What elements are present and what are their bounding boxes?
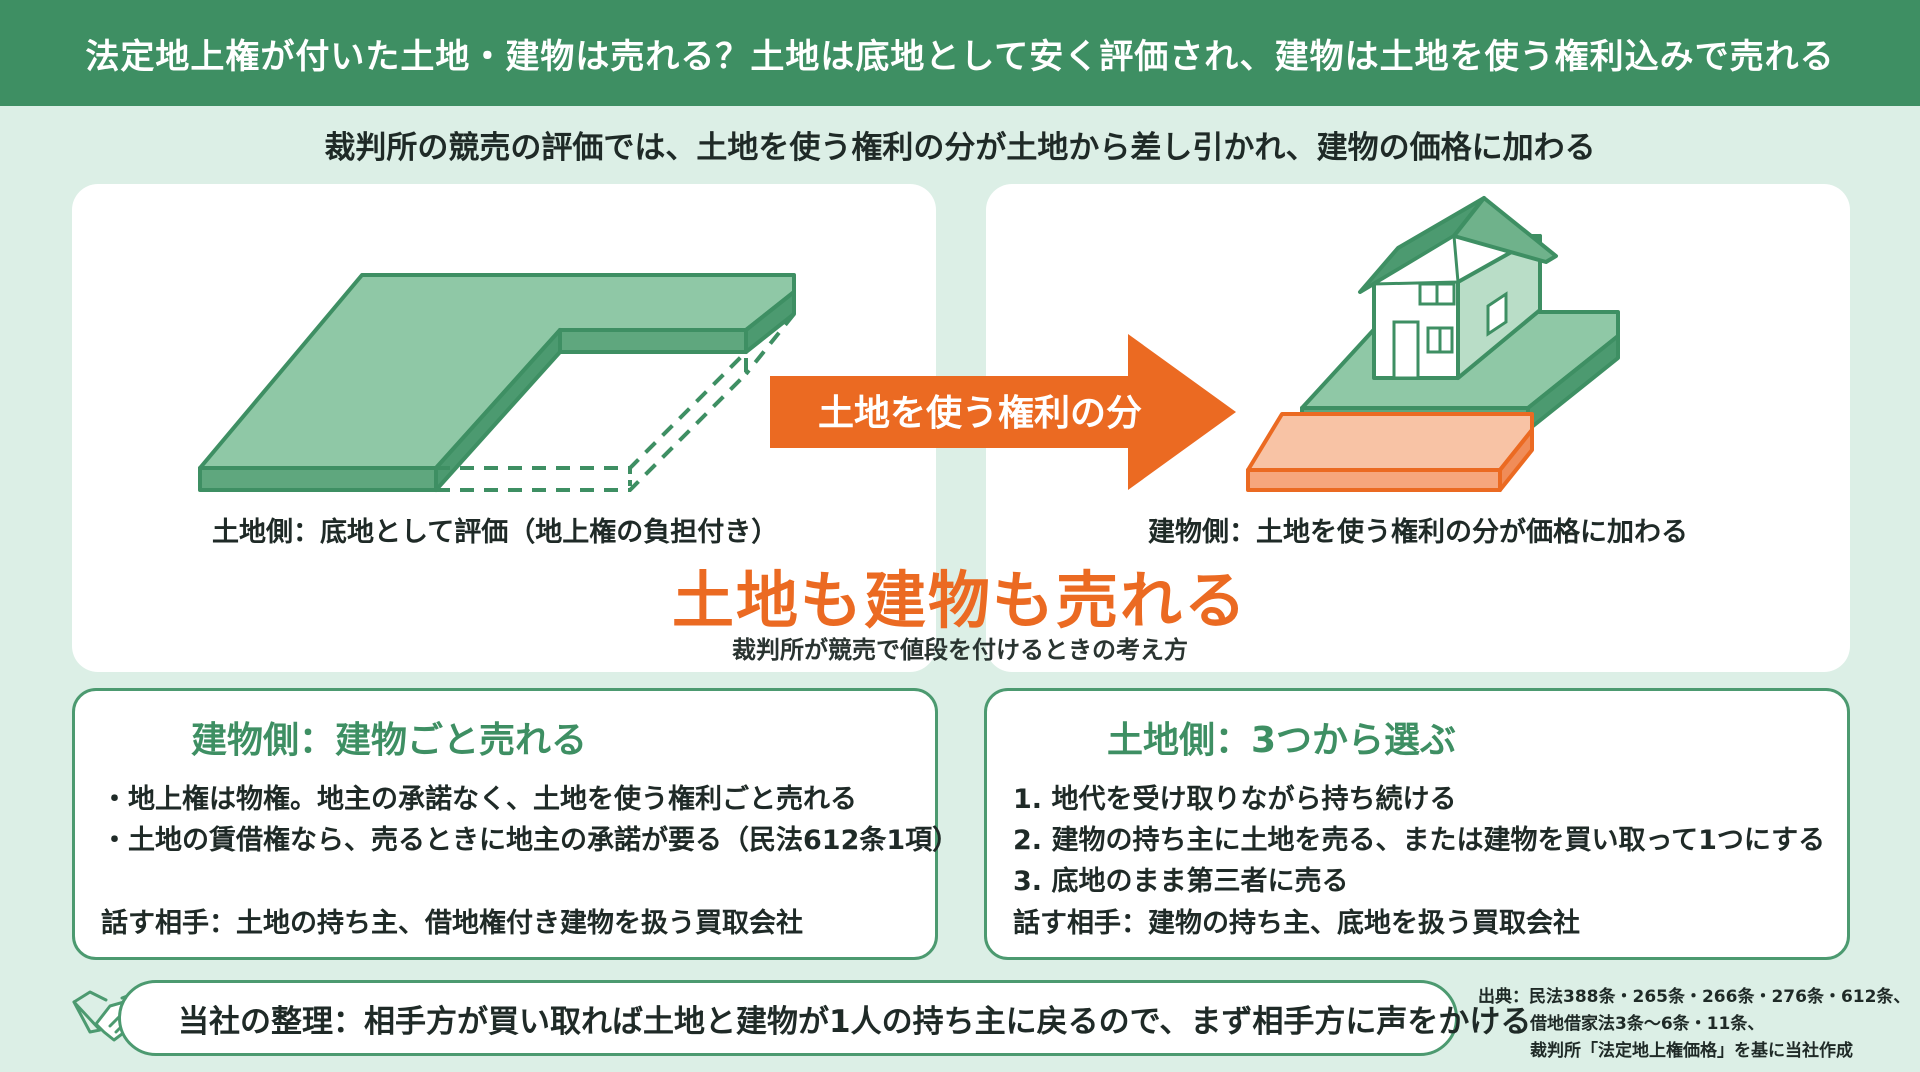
list-item: ・地上権は物権。地主の承諾なく、土地を使う権利ごと売れる [101,784,857,815]
summary-bar [118,980,1458,1056]
center-headline: 土地も建物も売れる [671,564,1248,637]
land-side-caption: 土地側：底地として評価（地上権の負担付き） [212,517,779,548]
land-box-title: 土地側：3つから選ぶ [1107,720,1457,761]
list-item: ・土地の賃借権なら、売るときに地主の承諾が要る（民法612条1項） [101,825,960,856]
land-box-list: 1. 地代を受け取りながら持ち続ける 2. 建物の持ち主に土地を売る、または建物… [1013,779,1825,902]
building-on-land-illustration [1246,196,1620,492]
building-side-caption: 建物側：土地を使う権利の分が価格に加わる [1148,517,1688,548]
building-box-list: ・地上権は物権。地主の承諾なく、土地を使う権利ごと売れる ・土地の賃借権なら、売… [101,779,959,861]
source-note: 出典：民法388条・265条・266条・276条・612条、 借地借家法3条〜6… [1478,984,1918,1065]
page-subtitle: 裁判所の競売の評価では、土地を使う権利の分が土地から差し引かれ、建物の価格に加わ… [324,130,1596,166]
source-line: 借地借家法3条〜6条・11条、 [1530,1014,1765,1034]
land-side-box: 土地側：3つから選ぶ 1. 地代を受け取りながら持ち続ける 2. 建物の持ち主に… [984,688,1850,960]
page-header: 法定地上権が付いた土地・建物は売れる？土地は底地として安く評価され、建物は土地を… [0,0,1920,106]
source-line: 裁判所「法定地上権価格」を基に当社作成 [1530,1041,1853,1061]
building-box-title: 建物側：建物ごと売れる [191,720,588,761]
center-subheadline: 裁判所が競売で値段を付けるときの考え方 [732,636,1188,664]
list-item: 2. 建物の持ち主に土地を売る、または建物を買い取って1つにする [1013,825,1826,856]
list-item: 1. 地代を受け取りながら持ち続ける [1013,784,1457,815]
building-box-contact: 話す相手：土地の持ち主、借地権付き建物を扱う買取会社 [101,908,803,939]
building-side-box: 建物側：建物ごと売れる ・地上権は物権。地主の承諾なく、土地を使う権利ごと売れる… [72,688,959,960]
land-box-contact: 話す相手：建物の持ち主、底地を扱う買取会社 [1013,908,1580,939]
source-line: 出典：民法388条・265条・266条・276条・612条、 [1478,987,1911,1007]
list-item: 3. 底地のまま第三者に売る [1013,866,1349,897]
arrow-label: 土地を使う権利の分 [817,393,1142,434]
summary-text: 当社の整理：相手方が買い取れば土地と建物が1人の持ち主に戻るので、まず相手方に声… [178,1004,1532,1040]
land-slab-illustration [198,273,796,492]
page-title: 法定地上権が付いた土地・建物は売れる？土地は底地として安く評価され、建物は土地を… [85,36,1835,77]
right-arrow-icon [770,334,1236,490]
